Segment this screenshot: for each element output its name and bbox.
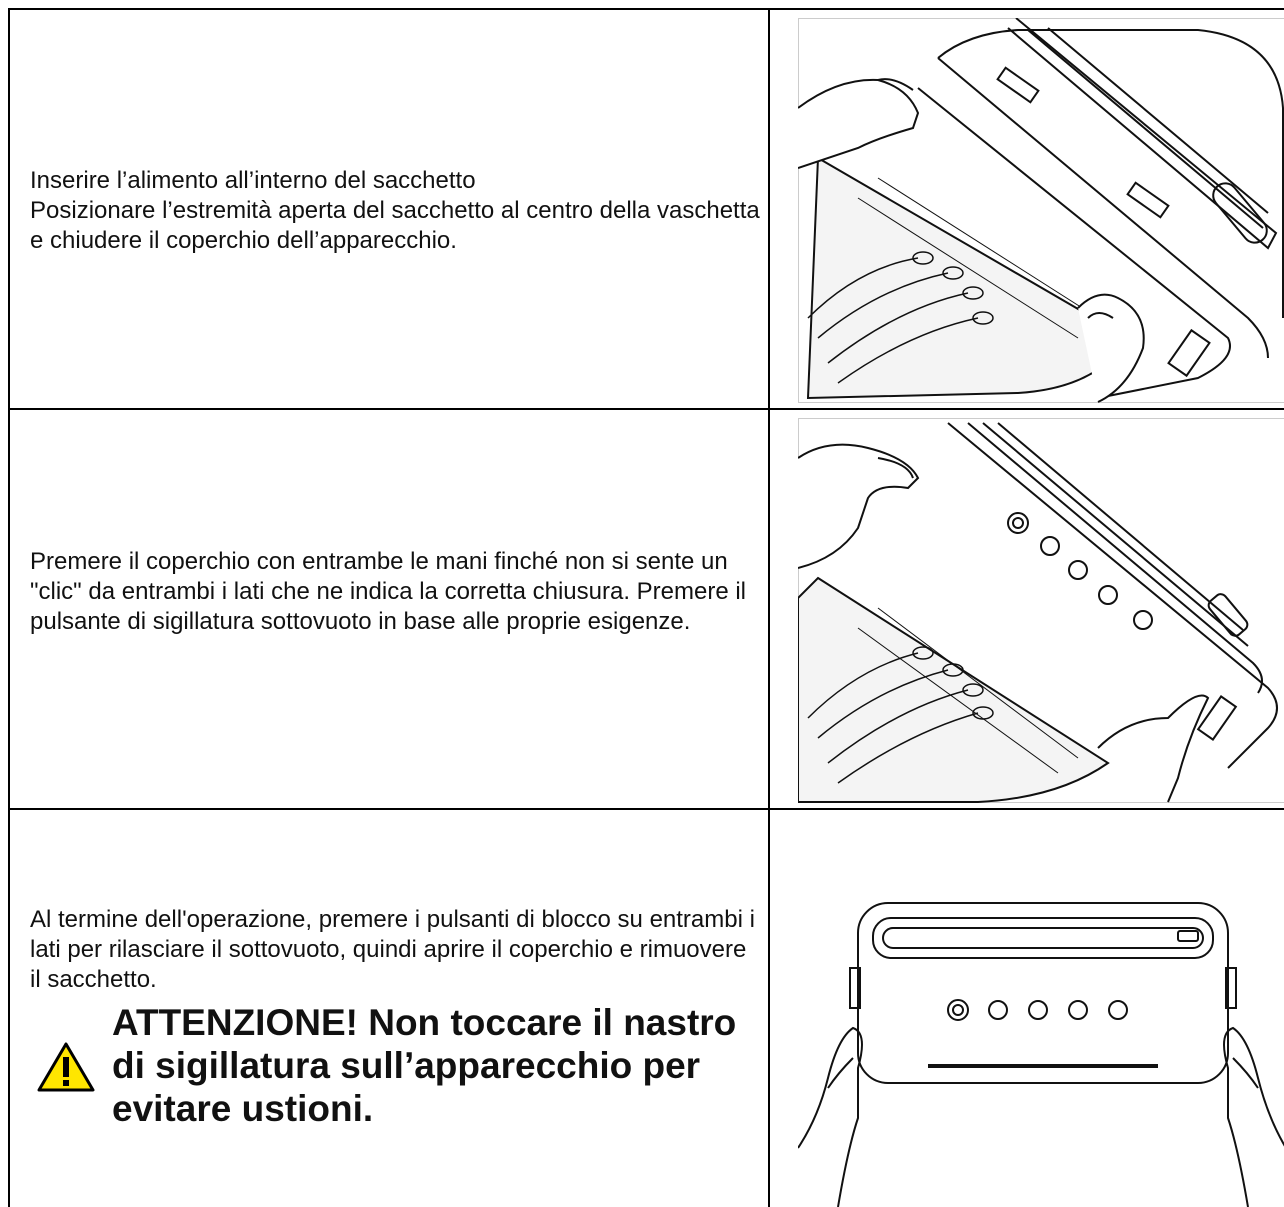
instruction-table: Inserire l’alimento all’interno del sacc… [8,8,1284,1207]
step-3-illustration [798,818,1284,1207]
step-1-line-2: Posizionare l’estremità aperta del sacch… [30,197,760,254]
table-row-divider-1 [8,408,1284,410]
table-column-divider [768,8,770,1207]
step-2-illustration [798,418,1284,803]
step-2-paragraph: Premere il coperchio con entrambe le man… [30,548,747,635]
warning-block: ATTENZIONE! Non toccare il nastro di sig… [30,1001,760,1130]
step-3-paragraph: Al termine dell'operazione, premere i pu… [30,906,755,993]
step-1-illustration [798,18,1284,403]
step-2-text: Premere il coperchio con entrambe le man… [30,547,760,637]
step-1-text: Inserire l’alimento all’interno del sacc… [30,166,760,256]
table-border-left [8,8,10,1207]
warning-text: ATTENZIONE! Non toccare il nastro di sig… [112,1002,737,1129]
step-1-line-1: Inserire l’alimento all’interno del sacc… [30,167,476,194]
warning-triangle-icon [36,1041,96,1093]
table-row-divider-2 [8,808,1284,810]
table-border-top [8,8,1284,10]
step-3-text: Al termine dell'operazione, premere i pu… [30,905,760,1130]
